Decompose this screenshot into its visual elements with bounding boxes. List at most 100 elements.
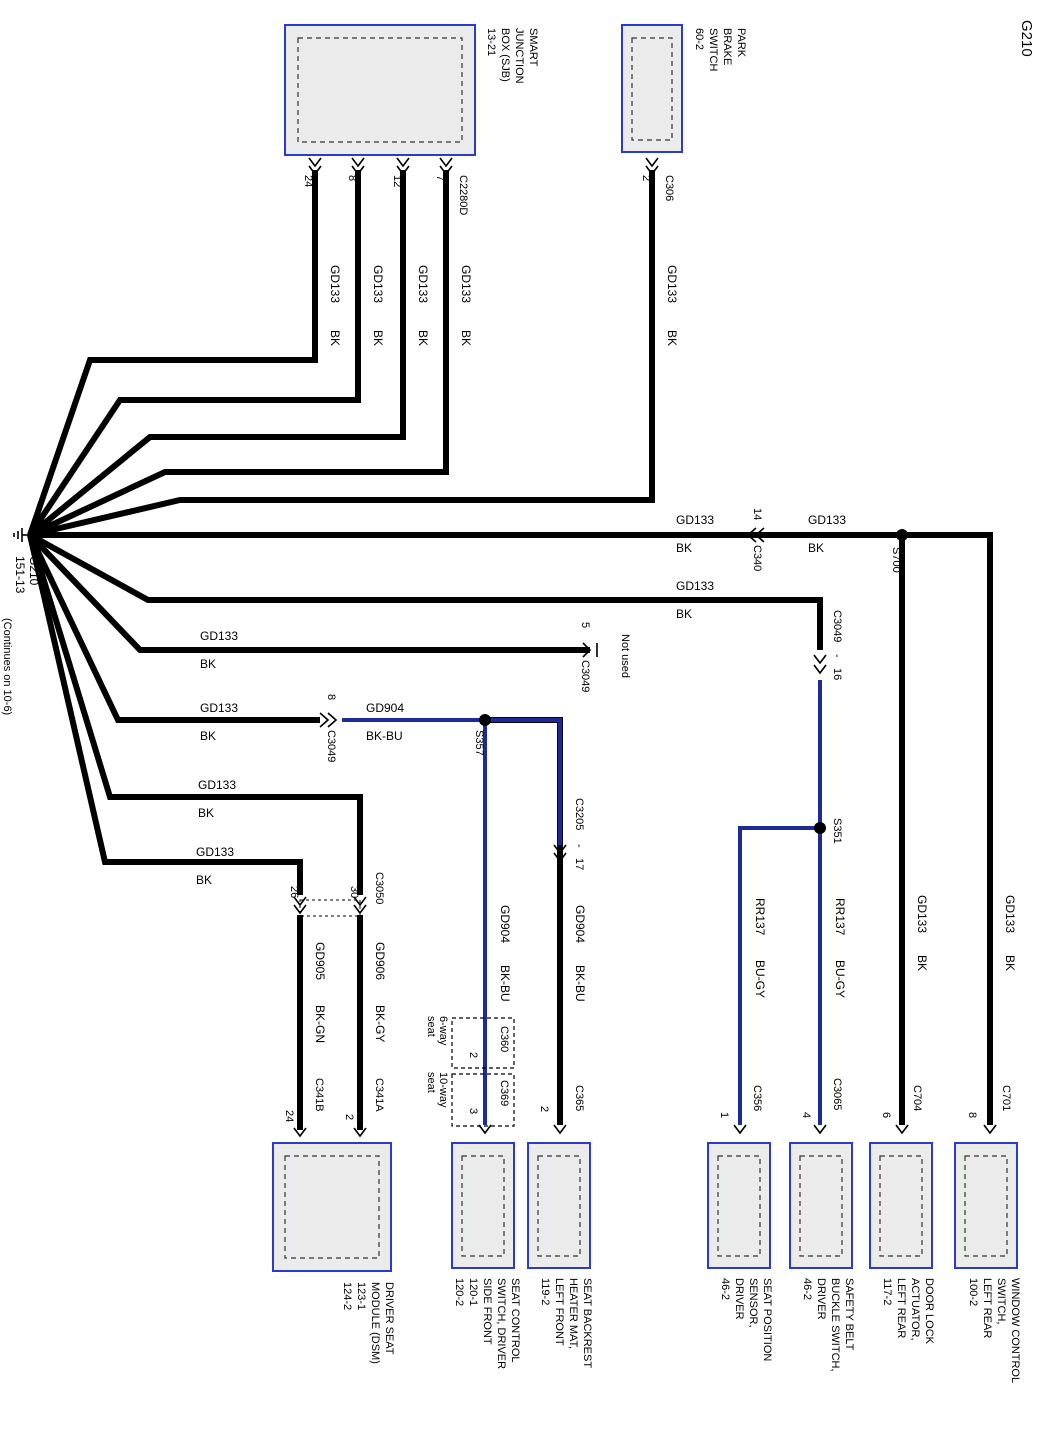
seat-pos-name: SEAT POSITION SENSOR, DRIVER 46-2	[719, 1278, 773, 1361]
connector-icon	[439, 157, 453, 176]
splice-label: S357	[473, 730, 485, 756]
svg-text:WINDOW CONTROL: WINDOW CONTROL	[1009, 1278, 1021, 1383]
wire-label: BU-GY	[833, 960, 847, 998]
connector-label: C2280D	[457, 175, 469, 215]
ground-id: G210	[27, 556, 41, 586]
wire-c3050-26	[27, 534, 303, 895]
wire-label: BK	[200, 657, 216, 671]
wire-label: BU-GY	[753, 960, 767, 998]
connector-icon	[746, 527, 765, 543]
wire-label: GD133	[196, 845, 234, 859]
svg-text:123-1: 123-1	[355, 1282, 367, 1310]
wire-label: BK-BU	[573, 965, 587, 1002]
wire-label: BK	[915, 955, 929, 971]
wire-label: GD905	[313, 942, 327, 980]
connector-label: C365	[573, 1085, 585, 1111]
splice-s351	[814, 822, 826, 834]
svg-text:117-2: 117-2	[881, 1278, 893, 1305]
connector-label: C3049	[831, 610, 843, 642]
wire-c3049-8	[27, 533, 320, 723]
wire-rr137-seatpos	[738, 826, 820, 1125]
wire-label: RR137	[833, 898, 847, 936]
c369-box	[451, 1073, 515, 1127]
pin-label: 2	[640, 175, 652, 181]
wire-label: GD133	[676, 579, 714, 593]
wire-label: BK	[196, 873, 212, 887]
seat-ctrl-name: SEAT CONTROL SWITCH, DRIVER SIDE FRONT 1…	[453, 1278, 521, 1369]
wire-label: BK	[665, 330, 679, 346]
connector-label: C3050	[373, 872, 385, 904]
wire-label: RR137	[753, 898, 767, 936]
seat-option-boxes	[451, 1017, 515, 1127]
wire-backrest	[485, 717, 563, 1125]
connector-label: C341A	[373, 1078, 385, 1112]
option-note: seat	[425, 1072, 437, 1093]
option-note: seat	[425, 1016, 437, 1037]
pin-label: 16	[831, 668, 843, 680]
svg-text:120-2: 120-2	[453, 1278, 465, 1306]
backrest-heater-name: SEAT BACKREST HEATER MAT, LEFT FRONT 119…	[539, 1278, 593, 1368]
connector-icon	[308, 157, 322, 176]
svg-text:DRIVER: DRIVER	[815, 1278, 827, 1320]
blue-wires	[342, 680, 822, 1125]
svg-text:46-2: 46-2	[801, 1278, 813, 1300]
connector-label: C3049	[579, 660, 591, 692]
wire-sjb-7	[28, 170, 449, 538]
wire-label: BK	[200, 729, 216, 743]
svg-text:46-2: 46-2	[719, 1278, 731, 1300]
connector-icon	[813, 1124, 827, 1135]
wire-label: BK	[459, 330, 473, 346]
sjb-label: 13-21	[485, 28, 497, 56]
connector-label: C340	[751, 545, 763, 571]
door-lock-name: DOOR LOCK ACTUATOR, LEFT REAR 117-2	[881, 1278, 935, 1345]
svg-text:DOOR LOCK: DOOR LOCK	[923, 1278, 935, 1345]
splice-label: S700	[890, 547, 902, 573]
wire-label: BK	[416, 330, 430, 346]
svg-text:SENSOR,: SENSOR,	[747, 1278, 759, 1328]
pin-label: 7	[434, 175, 446, 181]
wire-label: GD904	[498, 905, 512, 943]
wire-label: GD133	[371, 265, 385, 303]
splice-s700	[896, 529, 908, 541]
svg-text:LEFT REAR: LEFT REAR	[981, 1278, 993, 1338]
sjb-label: BOX (SJB)	[499, 28, 511, 82]
svg-text:120-1: 120-1	[467, 1278, 479, 1306]
wire-label: GD133	[200, 629, 238, 643]
svg-text:LEFT FRONT: LEFT FRONT	[553, 1278, 565, 1346]
park-brake-label: BRAKE	[721, 28, 733, 65]
wire-label: GD904	[573, 905, 587, 943]
svg-text:DRIVER: DRIVER	[733, 1278, 745, 1320]
svg-text:100-2: 100-2	[967, 1278, 979, 1306]
wire-label: BK	[371, 330, 385, 346]
park-brake-label: PARK	[735, 28, 747, 58]
pin-label: 14	[751, 508, 763, 520]
pin-label: 24	[302, 175, 314, 187]
svg-text:SEAT POSITION: SEAT POSITION	[761, 1278, 773, 1361]
window-ctrl-name: WINDOW CONTROL SWITCH, LEFT REAR 100-2	[967, 1278, 1021, 1383]
pin-label: 1	[718, 1112, 730, 1118]
wire-label: BK	[328, 330, 342, 346]
svg-text:SAFETY BELT: SAFETY BELT	[843, 1278, 855, 1351]
wire-label: BK	[676, 541, 692, 555]
svg-text:124-2: 124-2	[341, 1282, 353, 1310]
wire-label: BK-BU	[498, 965, 512, 1002]
wire-label: GD133	[915, 895, 929, 933]
svg-text:SIDE FRONT: SIDE FRONT	[481, 1278, 493, 1345]
belt-buckle-name: SAFETY BELT BUCKLE SWITCH, DRIVER 46-2	[801, 1278, 855, 1372]
svg-text:BUCKLE SWITCH,: BUCKLE SWITCH,	[829, 1278, 841, 1372]
pin-label: 6	[880, 1112, 892, 1118]
connector-label: C360	[498, 1026, 510, 1052]
pin-label: 2	[538, 1106, 550, 1112]
pin-label: 12	[391, 175, 403, 187]
wire-label: GD906	[373, 942, 387, 980]
page-title: G210	[1018, 20, 1035, 57]
sjb-label: SMART	[527, 28, 539, 67]
svg-text:SEAT CONTROL: SEAT CONTROL	[509, 1278, 521, 1363]
wire-label: GD133	[665, 265, 679, 303]
connector-icon	[353, 1127, 367, 1138]
wire-c3050-30	[27, 534, 363, 895]
splice-s357	[479, 714, 491, 726]
component-boxes	[272, 24, 1018, 1272]
connector-label: -	[573, 844, 585, 848]
connector-icon	[553, 1124, 567, 1135]
